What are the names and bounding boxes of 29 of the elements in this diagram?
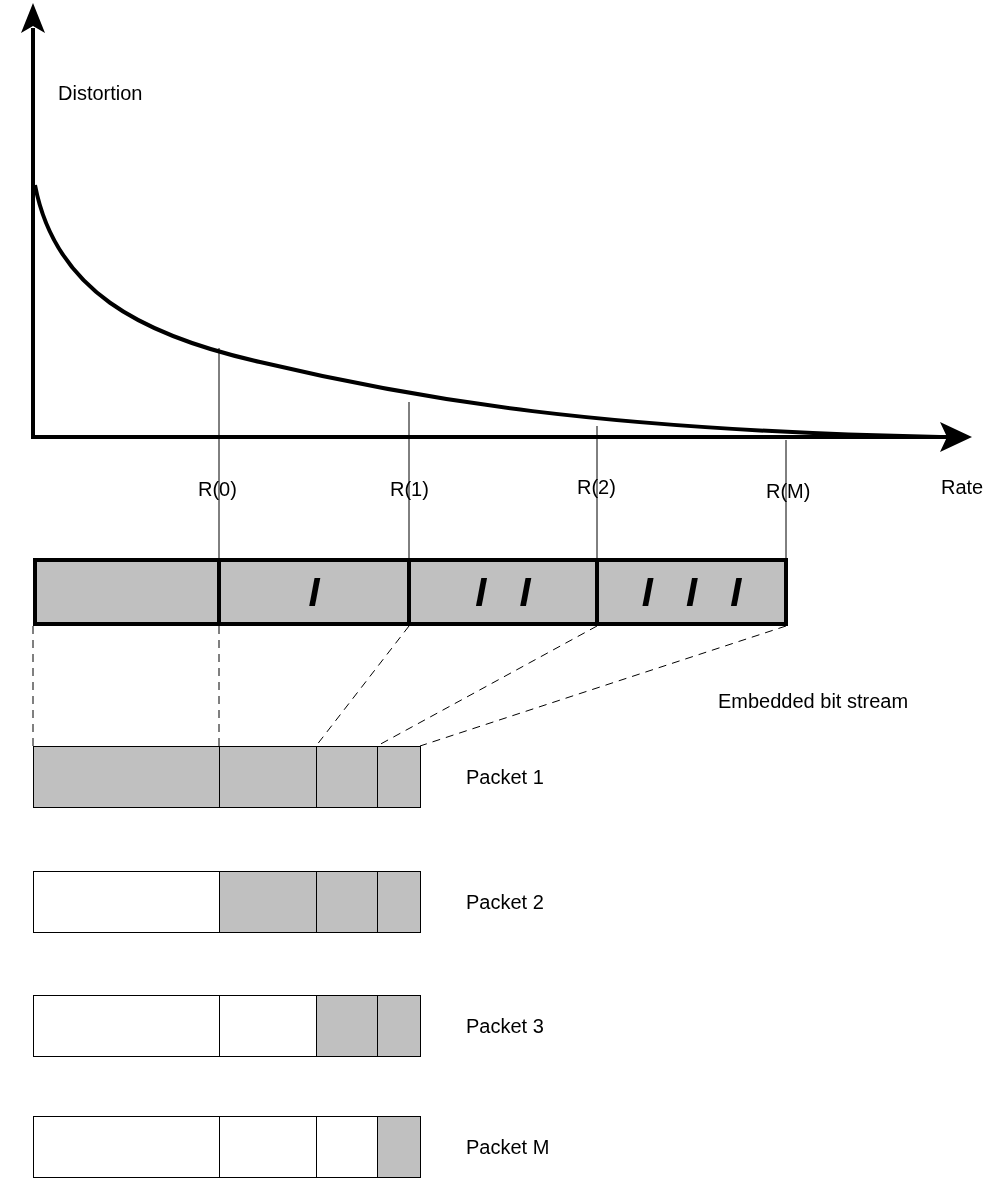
packet-cell [316, 871, 378, 933]
axis-label: R(2) [577, 476, 616, 499]
packet-label: Packet 3 [466, 1014, 544, 1038]
packet-cell [33, 995, 220, 1057]
dashed-line [218, 625, 220, 747]
dashed-line [32, 625, 34, 747]
axis-label: Rate [941, 476, 984, 499]
packet-cell [316, 746, 378, 808]
packet-cell [219, 871, 317, 933]
axis-label: Distortion [58, 82, 143, 105]
packet-cell [219, 1116, 317, 1178]
packet-cell [33, 871, 220, 933]
axis-label: R(M) [766, 480, 811, 503]
layer-mark: I [308, 569, 320, 615]
packet-cell [219, 746, 317, 808]
packet-cell [316, 1116, 378, 1178]
packet-label: Packet 1 [466, 765, 544, 789]
axis-label: R(1) [390, 478, 429, 501]
axis-label: R(0) [198, 478, 237, 501]
layer-mark: I I [475, 569, 531, 615]
packet-cell [219, 995, 317, 1057]
packet-label: Packet M [466, 1135, 550, 1159]
packet-cell [316, 995, 378, 1057]
axis-label: Embedded bit stream [718, 690, 909, 713]
dashed-line [419, 625, 787, 747]
layer-mark: I I I [641, 569, 742, 615]
packet-label: Packet 2 [466, 890, 544, 914]
packet-cell [33, 1116, 220, 1178]
packet-cell [33, 746, 220, 808]
